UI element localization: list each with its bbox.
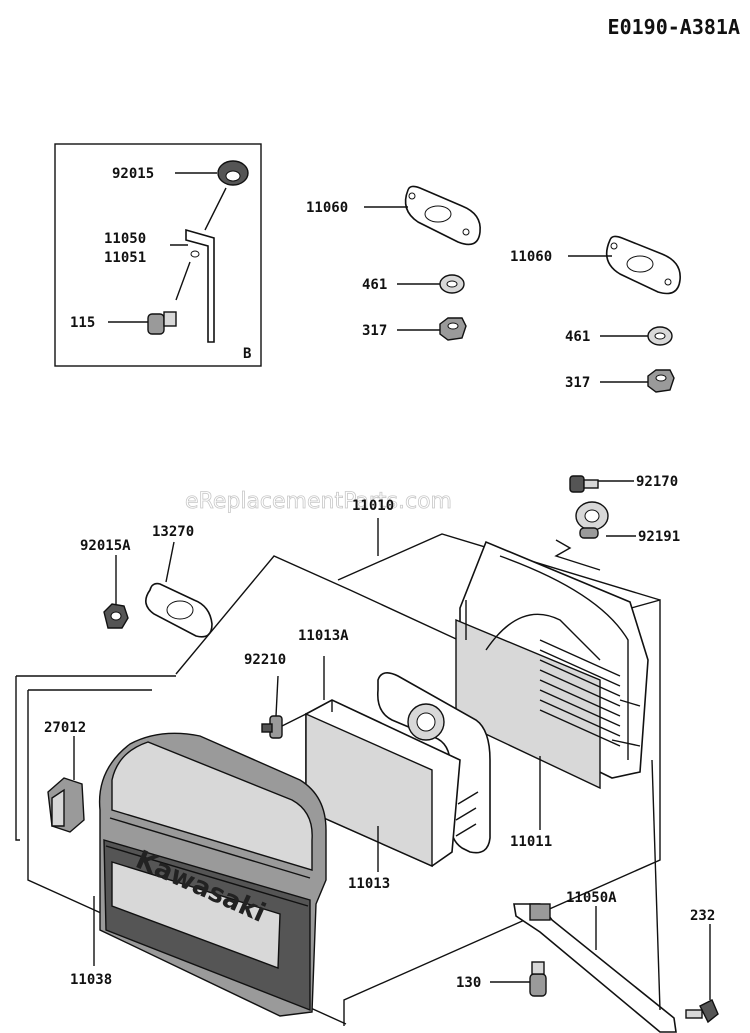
part-11038-air-cleaner-cover: [98, 732, 327, 1017]
label-461-a: 461: [362, 277, 387, 293]
inset-box: [54, 143, 262, 367]
part-11060-gasket-a: [404, 185, 481, 246]
label-13270: 13270: [152, 524, 194, 540]
label-27012: 27012: [44, 720, 86, 736]
label-11038: 11038: [70, 972, 112, 988]
label-317-b: 317: [565, 375, 590, 391]
part-11050A-bracket: [513, 759, 677, 1033]
part-461-washer-a: [439, 274, 465, 294]
label-11013A: 11013A: [298, 628, 349, 644]
label-11060-a: 11060: [306, 200, 348, 216]
watermark: eReplacementParts.com: [185, 489, 452, 514]
part-461-washer-b: [647, 326, 673, 346]
label-92015A: 92015A: [80, 538, 131, 554]
label-92191: 92191: [638, 529, 680, 545]
label-317-a: 317: [362, 323, 387, 339]
part-232-bolt: [685, 999, 719, 1024]
part-13270-gasket: [145, 582, 213, 638]
part-27012-clip: [47, 777, 85, 833]
label-92170: 92170: [636, 474, 678, 490]
part-11011-air-cleaner-base: [455, 540, 649, 790]
part-115-bolt: [147, 311, 177, 335]
part-11060-gasket-b: [605, 235, 681, 295]
label-92015: 92015: [112, 166, 154, 182]
part-11050-bracket: [185, 228, 215, 343]
label-11050: 11050: [104, 231, 146, 247]
label-232: 232: [690, 908, 715, 924]
part-317-nut-a: [439, 317, 467, 341]
label-11010: 11010: [352, 498, 394, 514]
label-461-b: 461: [565, 329, 590, 345]
part-92170-bolt: [569, 475, 599, 493]
label-92210: 92210: [244, 652, 286, 668]
part-92015-nut: [217, 160, 249, 186]
assembly-outline-11010: [337, 533, 661, 601]
part-92015A-nut: [103, 603, 129, 629]
part-11013A-element-frame: [376, 672, 491, 854]
label-11013: 11013: [348, 876, 390, 892]
part-92191-grommet: [575, 501, 609, 539]
part-92210-clip: [261, 715, 283, 739]
diagram-code: E0190-A381A: [608, 15, 740, 39]
label-11051: 11051: [104, 250, 146, 266]
part-317-nut-b: [647, 369, 675, 393]
label-130: 130: [456, 975, 481, 991]
label-115: 115: [70, 315, 95, 331]
label-11011: 11011: [510, 834, 552, 850]
part-130-bolt: [529, 961, 547, 997]
label-11060-b: 11060: [510, 249, 552, 265]
inset-letter: B: [243, 346, 251, 362]
label-11050A: 11050A: [566, 890, 617, 906]
